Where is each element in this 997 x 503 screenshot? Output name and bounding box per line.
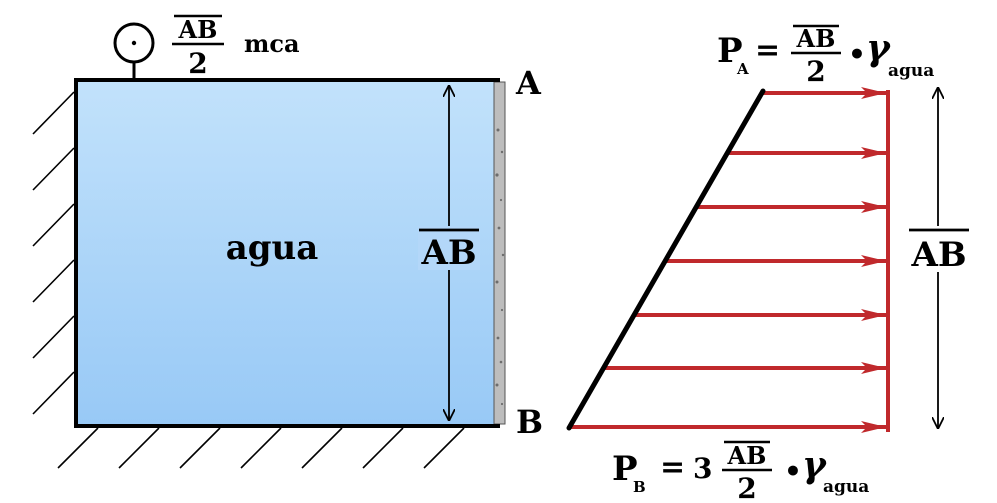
point-a-label: A [515, 64, 542, 102]
gauge-denominator: 2 [188, 47, 207, 80]
pa-subscript: A [736, 60, 749, 78]
pb-gamma-subscript: agua [823, 477, 869, 497]
point-b-label: B [516, 403, 543, 441]
pb-gamma: γ [802, 444, 828, 486]
gauge-unit: mca [244, 29, 300, 58]
diagram-height-label: AB [910, 235, 966, 275]
pressure-b-formula: P B = 3 AB 2 • γ agua [612, 440, 869, 503]
pressure-arrows [569, 87, 886, 433]
pa-gamma: γ [866, 27, 892, 69]
tank-height-label: AB [420, 233, 476, 273]
wall-hatching [32, 91, 465, 469]
fluid-label: agua [226, 228, 319, 268]
concrete-gate [493, 81, 506, 425]
tank-height-label-bg [418, 226, 480, 270]
pa-gamma-subscript: agua [888, 61, 934, 81]
diagram-height-label-bg [906, 226, 972, 272]
gauge-numerator: AB [178, 15, 218, 44]
pa-numerator: AB [796, 24, 836, 53]
pa-denominator: 2 [806, 55, 825, 88]
pressure-a-formula: P A = AB 2 • γ agua [717, 24, 934, 88]
pressure-envelope [566, 88, 766, 431]
pb-denominator: 2 [737, 472, 756, 503]
pb-symbol: P [612, 449, 638, 489]
concrete-speckles [495, 128, 505, 406]
pa-dot: • [848, 38, 866, 71]
pb-equals: = [660, 450, 685, 485]
pressure-gauge-icon [113, 22, 155, 80]
pb-coefficient: 3 [693, 452, 712, 485]
pb-numerator: AB [727, 441, 767, 470]
pa-symbol: P [717, 31, 743, 71]
pb-dot: • [784, 455, 802, 488]
pa-equals: = [755, 33, 780, 68]
pb-subscript: B [633, 478, 646, 496]
tank-walls [74, 78, 500, 428]
